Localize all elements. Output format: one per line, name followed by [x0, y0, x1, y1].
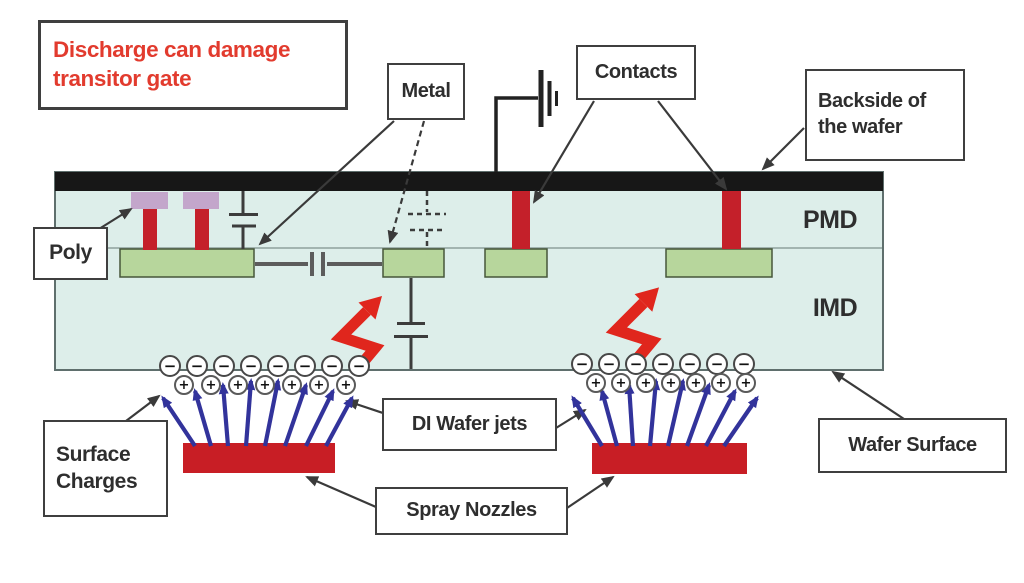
jets-arrow-line-left — [345, 399, 384, 415]
pmd-layer-label: PMD — [802, 206, 858, 234]
nozzles-arrow-line-right — [566, 475, 615, 509]
warning-note: Discharge can damage transitor gate — [38, 20, 348, 110]
poly-gates — [131, 192, 219, 209]
contact-via-2 — [722, 191, 741, 249]
poly-arrow-line — [98, 207, 133, 230]
metal-pads — [119, 248, 773, 278]
water-jet-arrows-right — [571, 378, 759, 448]
water-jet-arrows-left — [161, 378, 354, 448]
negative-charge-icon: − — [348, 355, 370, 377]
metal-arrow-line-2 — [387, 120, 426, 244]
label-surface-charges: Surface Charges — [43, 420, 168, 517]
wafer-surface-arrow-line — [831, 370, 905, 420]
metal-arrow-line-1 — [258, 120, 395, 246]
positive-charge-icon: + — [611, 373, 631, 393]
water-jet-arrow — [161, 395, 197, 448]
water-jet-arrow — [324, 395, 354, 448]
positive-charge-icon: + — [736, 373, 756, 393]
coupling-capacitor-icon — [255, 252, 382, 276]
positive-charge-icon: + — [174, 375, 194, 395]
water-jet-arrow — [599, 388, 620, 447]
water-jet-arrow — [192, 388, 214, 447]
warning-line-2: transitor gate — [53, 66, 192, 91]
water-jet-arrow — [262, 378, 282, 447]
nozzles-arrow-line-left — [305, 475, 377, 509]
negative-charge-icon: − — [240, 355, 262, 377]
positive-charge-icon: + — [282, 375, 302, 395]
positive-charge-icon: + — [686, 373, 706, 393]
metal-pad-4 — [665, 248, 773, 278]
water-jet-arrow — [665, 378, 686, 447]
negative-charge-icon: − — [159, 355, 181, 377]
label-contacts: Contacts — [576, 45, 696, 100]
negative-charge-icon: − — [321, 355, 343, 377]
negative-charge-icon: − — [598, 353, 620, 375]
positive-charge-icon: + — [586, 373, 606, 393]
poly-gate-1 — [131, 192, 168, 209]
water-jet-arrow — [685, 382, 711, 447]
contact-vias — [143, 191, 741, 250]
contacts-arrow-line-1 — [532, 100, 595, 204]
label-spray-nozzles: Spray Nozzles — [375, 487, 568, 535]
positive-charge-icon: + — [336, 375, 356, 395]
imd-layer-label: IMD — [812, 294, 858, 322]
surface-charges-arrow-line — [121, 394, 161, 425]
negative-charge-icon: − — [652, 353, 674, 375]
backside-arrow-line — [761, 127, 805, 171]
water-jet-arrow — [283, 382, 308, 447]
positive-charge-icon: + — [636, 373, 656, 393]
negative-charge-icon: − — [294, 355, 316, 377]
water-jet-arrow — [218, 382, 231, 447]
capacitor-icon — [229, 191, 258, 249]
contacts-arrow-line-2 — [657, 100, 728, 191]
ground-icon — [494, 70, 558, 172]
positive-charge-icon: + — [711, 373, 731, 393]
spray-nozzle-left — [183, 443, 335, 473]
negative-charge-icon: − — [267, 355, 289, 377]
water-jet-arrow — [243, 378, 256, 447]
poly-contact-2 — [195, 208, 209, 250]
metal-pad-1 — [119, 248, 255, 278]
poly-gate-2 — [183, 192, 219, 209]
metal-pad-2 — [382, 248, 445, 278]
leader-arrows — [98, 100, 905, 509]
negative-charge-icon: − — [706, 353, 728, 375]
metal-pad-3 — [484, 248, 548, 278]
negative-charge-icon: − — [625, 353, 647, 375]
water-jet-arrow — [304, 388, 335, 447]
dashed-capacitor-icon — [408, 191, 446, 249]
water-jet-arrow — [704, 388, 737, 447]
negative-charge-icon: − — [186, 355, 208, 377]
wafer-backside-bar — [55, 172, 883, 191]
negative-charge-icon: − — [679, 353, 701, 375]
warning-line-1: Discharge can damage — [53, 37, 291, 63]
contact-via-1 — [512, 191, 530, 249]
water-jet-arrow — [647, 378, 661, 447]
imd-capacitor-icon — [394, 278, 428, 369]
water-jet-arrow — [722, 395, 759, 448]
negative-charge-icon: − — [213, 355, 235, 377]
positive-charge-icon: + — [201, 375, 221, 395]
positive-charge-icon: + — [661, 373, 681, 393]
spray-nozzle-right — [592, 443, 747, 474]
label-backside-of-wafer: Backside of the wafer — [805, 69, 965, 161]
label-poly: Poly — [33, 227, 108, 280]
negative-charge-icon: − — [733, 353, 755, 375]
label-di-wafer-jets: DI Wafer jets — [382, 398, 557, 451]
label-wafer-surface: Wafer Surface — [818, 418, 1007, 473]
positive-charge-icon: + — [255, 375, 275, 395]
water-jet-arrow — [624, 382, 636, 447]
positive-charge-icon: + — [309, 375, 329, 395]
negative-charge-icon: − — [571, 353, 593, 375]
label-metal: Metal — [387, 63, 465, 120]
poly-contact-1 — [143, 208, 157, 250]
positive-charge-icon: + — [228, 375, 248, 395]
water-jet-arrow — [571, 395, 604, 448]
